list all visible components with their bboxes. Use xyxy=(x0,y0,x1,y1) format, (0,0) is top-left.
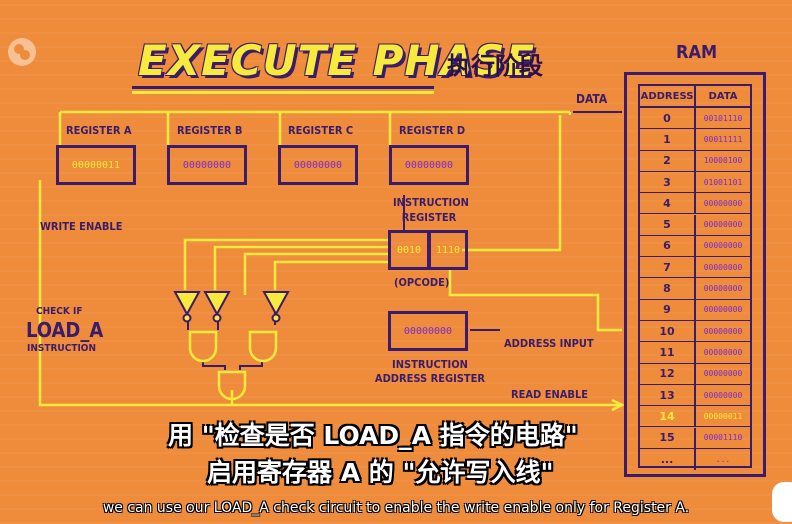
ram-outer-frame xyxy=(624,72,766,477)
address-input-label: ADDRESS INPUT xyxy=(504,337,594,350)
subtitle-cn-line-1: 用 "检查是否 LOAD_A 指令的电路" xyxy=(168,421,578,450)
opcode-label: (OPCODE) xyxy=(394,276,450,289)
ram-address-header: ADDRESS xyxy=(640,86,696,108)
register-a-value: 00000011 xyxy=(56,145,136,185)
subtitle-en: we can use our LOAD_A check circuit to e… xyxy=(102,500,690,516)
ram-row-data: 00000000 xyxy=(696,385,750,407)
write-enable-label: WRITE ENABLE xyxy=(40,220,123,233)
register-d-value: 00000000 xyxy=(389,145,469,185)
instruction-register-opcode: 0010 xyxy=(388,230,430,270)
iar-label-2: ADDRESS REGISTER xyxy=(374,372,486,385)
ram-row-address: 2 xyxy=(640,150,696,172)
ram-row-data: 00101110 xyxy=(696,108,750,130)
ram-row-address: 7 xyxy=(640,257,696,279)
ram-row-address: 9 xyxy=(640,299,696,321)
ram-row-address: 13 xyxy=(640,384,696,407)
register-c-value: 00000000 xyxy=(278,145,358,185)
data-label: DATA xyxy=(576,92,608,106)
ram-row-data: ... xyxy=(715,454,731,464)
instruction-label: INSTRUCTION xyxy=(27,343,96,354)
ram-row-data: 00000000 xyxy=(696,278,750,300)
register-c-label: REGISTER C xyxy=(288,124,354,137)
register-b-value: 00000000 xyxy=(167,145,247,185)
logo-icon xyxy=(8,38,36,66)
iar-label-1: INSTRUCTION xyxy=(392,358,468,371)
load-a-label: LOAD_A xyxy=(26,318,104,342)
ram-row-data: 00000000 xyxy=(696,257,750,279)
register-d-label: REGISTER D xyxy=(399,124,466,137)
ram-row-address: ... xyxy=(640,448,696,471)
instruction-register-label-2: REGISTER xyxy=(401,211,457,224)
instruction-address-register-value: 00000000 xyxy=(388,311,468,351)
ram-row-address: 6 xyxy=(640,235,696,258)
ram-row-data: 00000011 xyxy=(696,406,750,428)
ram-row-data: 00000000 xyxy=(696,215,750,236)
instruction-register-address: 1110 xyxy=(428,230,468,270)
ram-row-address: 4 xyxy=(640,193,696,215)
ram-label: RAM xyxy=(676,42,718,63)
ram-row-address: 14 xyxy=(640,406,696,428)
ram-row-data: 00000000 xyxy=(696,193,750,215)
ram-data-header: DATA xyxy=(696,86,750,108)
instruction-register-label-1: INSTRUCTION xyxy=(393,196,469,209)
title-underline xyxy=(132,86,434,94)
ram-row-address: 8 xyxy=(640,278,696,300)
register-b-label: REGISTER B xyxy=(177,124,243,137)
ram-row-address: 5 xyxy=(640,214,696,236)
ram-row-address: 3 xyxy=(640,171,696,194)
read-enable-label: READ ENABLE xyxy=(511,388,589,401)
ram-row-data: 00000000 xyxy=(696,321,750,343)
check-if-label: CHECK IF xyxy=(36,306,83,317)
subtitle-cn-line-2: 启用寄存器 A 的 "允许写入线" xyxy=(207,458,554,487)
ram-row-data: 10000100 xyxy=(696,151,750,172)
ram-row-data: 00000000 xyxy=(696,236,750,258)
ram-row-data: 00000000 xyxy=(696,300,750,321)
corner-decoration xyxy=(772,482,792,522)
ram-row-data: 01001101 xyxy=(696,172,750,194)
ram-row-address: 10 xyxy=(640,321,696,343)
ram-row-data: 00001110 xyxy=(696,428,750,449)
ram-row-address: 1 xyxy=(640,129,696,151)
ram-row-address: 11 xyxy=(640,342,696,364)
ram-row-data: 00000000 xyxy=(696,342,750,364)
page-title-cn: 执行阶段 xyxy=(447,52,543,80)
register-a-label: REGISTER A xyxy=(66,124,132,137)
ram-row-data: 00000000 xyxy=(696,364,750,385)
page-title: EXECUTE PHASE xyxy=(138,36,536,85)
ram-row-address: 12 xyxy=(640,363,696,385)
ram-row-address: 0 xyxy=(640,108,696,130)
ram-row-data: 00011111 xyxy=(696,129,750,151)
ram-row-address: 15 xyxy=(640,427,696,449)
